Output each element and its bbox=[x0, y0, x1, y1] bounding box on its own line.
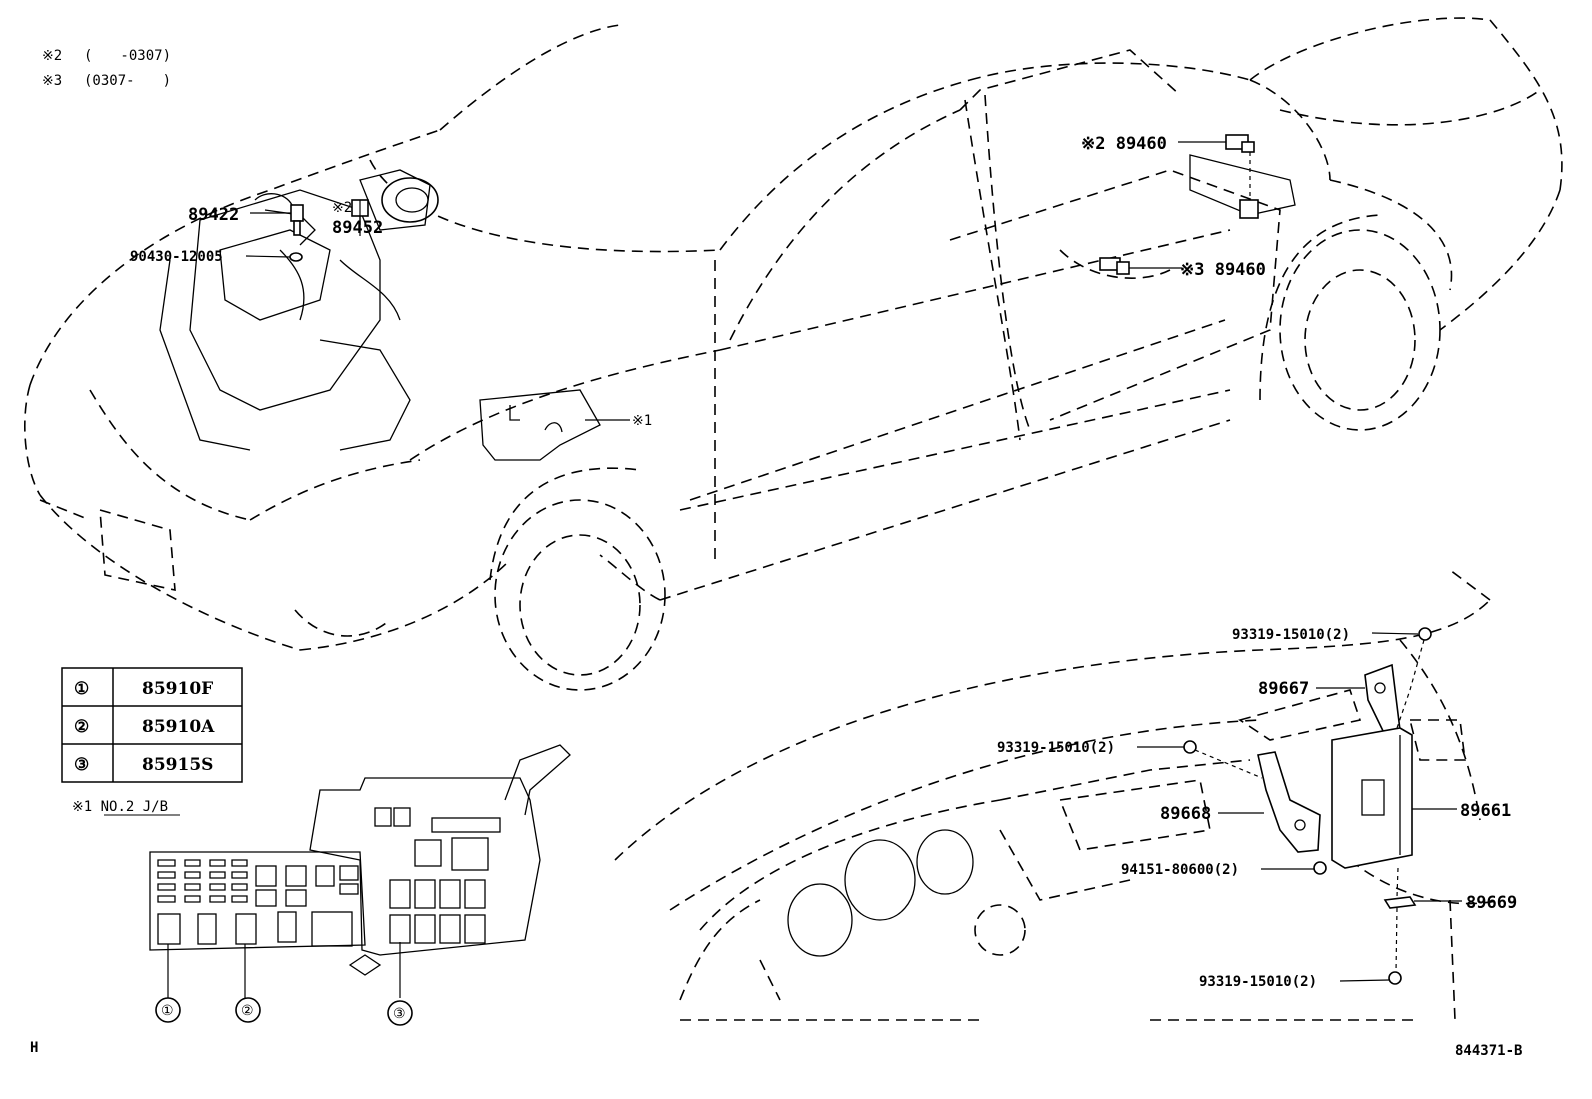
label-90430-12005: 90430-12005 bbox=[130, 249, 223, 265]
sensor-89422 bbox=[290, 204, 304, 236]
label-94151-80600: 94151-80600(2) bbox=[1121, 862, 1239, 878]
label-89667: 89667 bbox=[1258, 679, 1309, 699]
jb-label-3: ③ bbox=[393, 1006, 406, 1022]
parts-table: ① 85910F ② 85910A ③ 85915S bbox=[61, 667, 243, 783]
sensor-89460-rear-b bbox=[1099, 257, 1130, 275]
table-row-3-part: 85915S bbox=[142, 755, 213, 775]
ecu-assembly bbox=[1183, 627, 1432, 985]
lower-leader-lines bbox=[1137, 632, 1462, 982]
label-89668: 89668 bbox=[1160, 804, 1211, 824]
table-row-1-part: 85910F bbox=[142, 679, 213, 699]
label-89452-note: ※2 bbox=[332, 200, 352, 216]
note-3-mark: ※3 bbox=[42, 73, 62, 89]
gasket-90430-12005 bbox=[289, 252, 303, 262]
sensor-89460-rear-a bbox=[1189, 134, 1296, 219]
label-89460-b: ※3 89460 bbox=[1180, 260, 1266, 280]
label-93319-15010-mid: 93319-15010(2) bbox=[997, 740, 1115, 756]
note-3-range: (0307- ) bbox=[84, 73, 171, 89]
upper-leader-lines bbox=[245, 141, 1226, 421]
jb-label-1: ① bbox=[161, 1003, 174, 1019]
label-93319-15010-bottom: 93319-15010(2) bbox=[1199, 974, 1317, 990]
label-89661: 89661 bbox=[1460, 801, 1511, 821]
table-row-3-key: ③ bbox=[74, 755, 89, 775]
table-row-2-part: 85910A bbox=[142, 717, 215, 737]
table-row-2-key: ② bbox=[74, 717, 89, 737]
label-93319-15010-top: 93319-15010(2) bbox=[1232, 627, 1350, 643]
engine-sketch bbox=[159, 169, 439, 451]
note-2-range: ( -0307) bbox=[84, 48, 171, 64]
figure-id: 844371-B bbox=[1455, 1043, 1522, 1059]
label-89452: 89452 bbox=[332, 218, 383, 238]
label-89460-a: ※2 89460 bbox=[1081, 134, 1167, 154]
jb-label-2: ② bbox=[241, 1003, 254, 1019]
note-2-mark: ※2 bbox=[42, 48, 62, 64]
legend-notes: ※2 ( -0307) ※3 (0307- ) bbox=[42, 48, 171, 89]
junction-block-drawing bbox=[149, 744, 571, 1026]
label-89422: 89422 bbox=[188, 205, 239, 225]
car-outline bbox=[24, 17, 1563, 691]
table-row-1-key: ① bbox=[74, 679, 89, 699]
label-89669: 89669 bbox=[1466, 893, 1517, 913]
label-jb-note: ※1 bbox=[632, 413, 652, 429]
footer-left-code: H bbox=[30, 1040, 38, 1056]
jb-caption: ※1 NO.2 J/B bbox=[72, 799, 168, 815]
jb-housing-sketch bbox=[479, 389, 601, 461]
